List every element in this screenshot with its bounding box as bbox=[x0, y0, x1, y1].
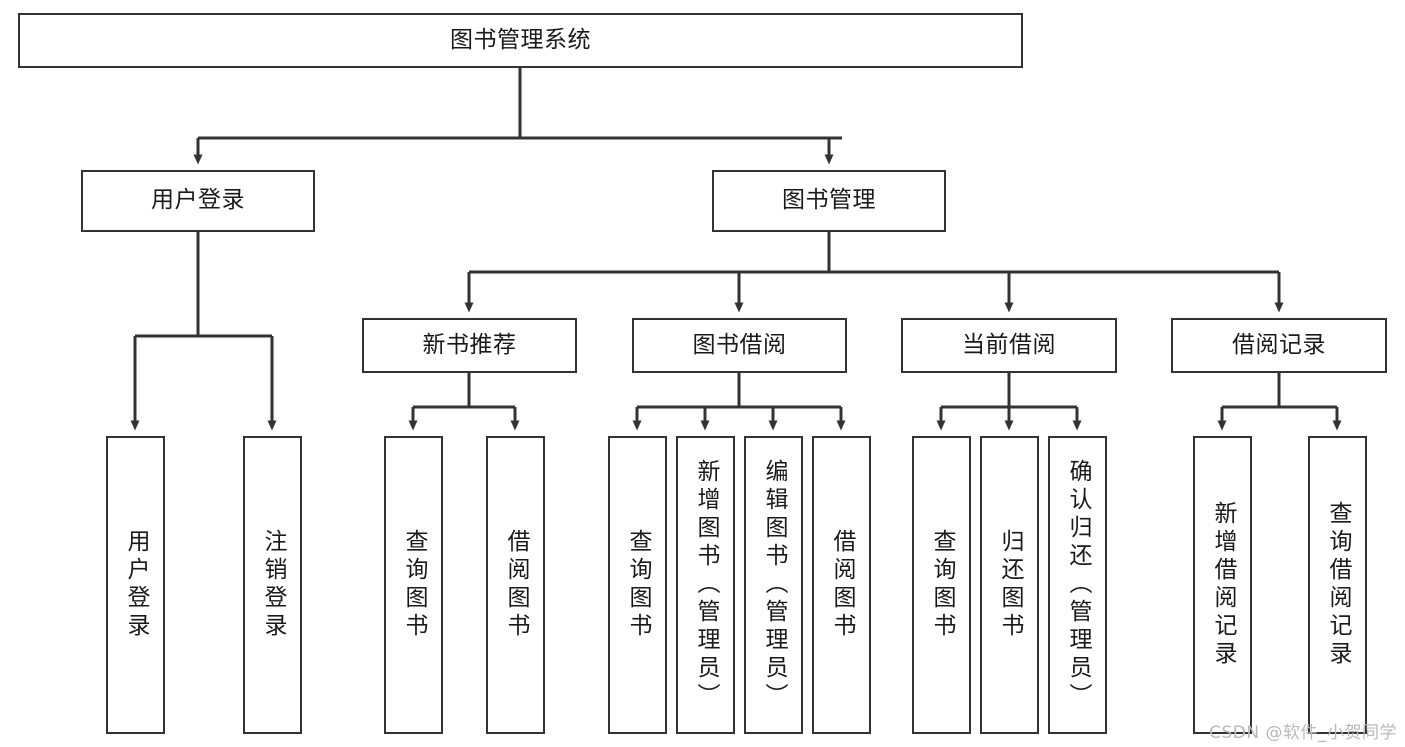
node-label: 借阅图书 bbox=[829, 529, 855, 641]
node-label: 查询图书 bbox=[625, 529, 651, 641]
node-borrow-record[interactable]: 借阅记录 bbox=[1171, 318, 1387, 373]
node-current-borrow[interactable]: 当前借阅 bbox=[901, 318, 1117, 373]
node-leaf-borrow-book-2[interactable]: 借阅图书 bbox=[812, 436, 871, 734]
node-label: 当前借阅 bbox=[962, 331, 1056, 358]
node-label: 借阅图书 bbox=[503, 529, 529, 641]
node-label: 用户登录 bbox=[151, 187, 245, 214]
node-book-management-system[interactable]: 图书管理系统 bbox=[18, 13, 1023, 68]
node-label: 编辑图书（管理员） bbox=[761, 459, 787, 711]
node-label: 查询图书 bbox=[401, 529, 427, 641]
node-leaf-logout-login[interactable]: 注销登录 bbox=[243, 436, 302, 734]
node-label: 图书管理 bbox=[782, 187, 876, 214]
node-book-manage[interactable]: 图书管理 bbox=[712, 170, 946, 232]
node-leaf-borrow-book-1[interactable]: 借阅图书 bbox=[486, 436, 545, 734]
node-user-login[interactable]: 用户登录 bbox=[81, 170, 315, 232]
node-leaf-user-login[interactable]: 用户登录 bbox=[106, 436, 165, 734]
node-label: 借阅记录 bbox=[1232, 331, 1326, 358]
node-label: 新增图书（管理员） bbox=[693, 459, 719, 711]
node-leaf-return-book[interactable]: 归还图书 bbox=[980, 436, 1039, 734]
node-leaf-add-book[interactable]: 新增图书（管理员） bbox=[676, 436, 735, 734]
node-leaf-edit-book[interactable]: 编辑图书（管理员） bbox=[744, 436, 803, 734]
node-label: 新书推荐 bbox=[422, 331, 517, 358]
node-leaf-query-book-3[interactable]: 查询图书 bbox=[912, 436, 971, 734]
node-book-borrow[interactable]: 图书借阅 bbox=[632, 318, 847, 373]
node-leaf-query-book-1[interactable]: 查询图书 bbox=[384, 436, 443, 734]
node-label: 用户登录 bbox=[123, 529, 149, 641]
node-label: 归还图书 bbox=[997, 529, 1023, 641]
csdn-watermark: CSDN @软件_小贺同学 bbox=[1209, 723, 1397, 743]
node-label: 查询借阅记录 bbox=[1325, 501, 1351, 669]
node-leaf-add-record[interactable]: 新增借阅记录 bbox=[1193, 436, 1252, 734]
node-leaf-query-book-2[interactable]: 查询图书 bbox=[608, 436, 667, 734]
node-leaf-confirm-return[interactable]: 确认归还（管理员） bbox=[1048, 436, 1107, 734]
node-label: 图书借阅 bbox=[692, 331, 787, 358]
node-new-book-recommend[interactable]: 新书推荐 bbox=[362, 318, 577, 373]
node-label: 新增借阅记录 bbox=[1210, 501, 1236, 669]
node-label: 图书管理系统 bbox=[450, 26, 591, 53]
node-leaf-query-record[interactable]: 查询借阅记录 bbox=[1308, 436, 1367, 734]
node-label: 注销登录 bbox=[260, 529, 286, 641]
node-label: 查询图书 bbox=[929, 529, 955, 641]
node-label: 确认归还（管理员） bbox=[1065, 459, 1091, 711]
